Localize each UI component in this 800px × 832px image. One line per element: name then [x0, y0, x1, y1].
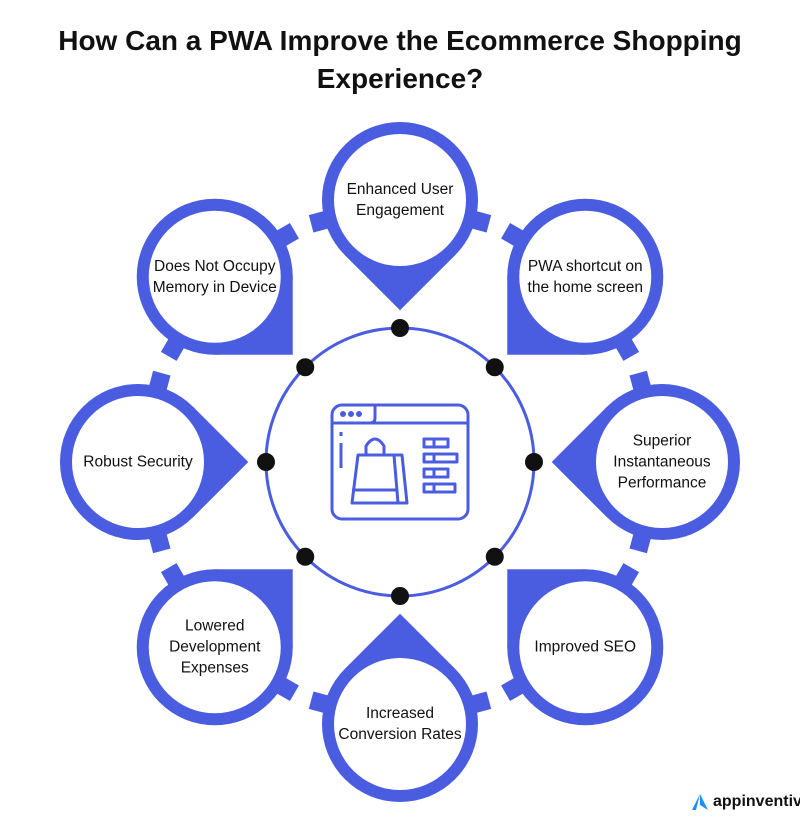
connector-dot: [296, 547, 315, 566]
benefit-label: Does Not Occupy Memory in Device: [152, 257, 277, 296]
connector-dot: [391, 319, 409, 337]
benefit-label: Improved SEO: [534, 638, 637, 656]
appinventiv-logo-icon: [692, 794, 708, 810]
shopping-browser-icon: [330, 403, 470, 521]
benefit-label: PWA shortcut on the home screen: [527, 257, 643, 296]
benefit-node: [501, 198, 664, 361]
benefit-node: [501, 563, 664, 726]
benefit-label: Robust Security: [83, 453, 193, 471]
benefit-node: [136, 198, 299, 361]
benefit-node: [136, 563, 299, 726]
connector-dot: [257, 453, 275, 471]
benefit-label: Enhanced User Engagement: [346, 181, 454, 219]
connector-dot: [485, 547, 504, 566]
connector-dot: [525, 453, 543, 471]
benefit-label: Lowered Development Expenses: [169, 617, 261, 677]
brand-name: appinventiv: [713, 793, 800, 810]
page-title: How Can a PWA Improve the Ecommerce Shop…: [58, 25, 742, 94]
brand-logo: appinventiv: [690, 792, 800, 812]
connector-dot: [296, 358, 315, 377]
benefit-label: Increased Conversion Rates: [338, 705, 462, 743]
connector-dot: [391, 587, 409, 605]
benefit-label: Superior Instantaneous Performance: [613, 432, 711, 492]
benefit-node: [308, 613, 492, 802]
connector-dot: [485, 358, 504, 377]
